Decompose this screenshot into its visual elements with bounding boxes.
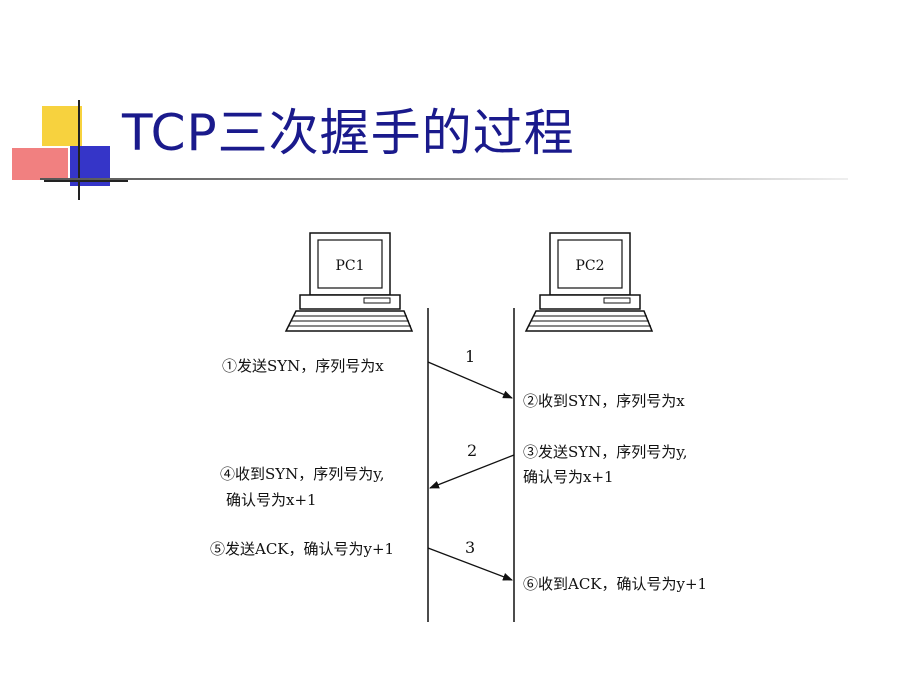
pc1-computer-icon: PC1 bbox=[284, 232, 414, 332]
step2-send-label-line2: 确认号为x+1 bbox=[523, 468, 614, 486]
step-number: 3 bbox=[465, 538, 476, 557]
message-arrow-2 bbox=[429, 454, 515, 489]
step-number: 2 bbox=[467, 441, 478, 460]
deco-red-square bbox=[12, 148, 68, 180]
title-underline bbox=[40, 178, 848, 180]
step2-send-label: ③发送SYN，序列号为y, bbox=[523, 443, 688, 461]
step3-send-label: ⑤发送ACK，确认号为y+1 bbox=[210, 540, 395, 558]
step2-receive-label-line2: 确认号为x+1 bbox=[226, 491, 317, 509]
step3-receive-label: ⑥收到ACK，确认号为y+1 bbox=[523, 575, 708, 593]
deco-yellow-square bbox=[42, 106, 82, 146]
step1-send-label: ①发送SYN，序列号为x bbox=[222, 357, 384, 375]
step2-receive-label: ④收到SYN，序列号为y, bbox=[220, 465, 385, 483]
pc2-label: PC2 bbox=[575, 258, 604, 274]
deco-vertical-line bbox=[78, 100, 80, 200]
step1-receive-label: ②收到SYN，序列号为x bbox=[523, 392, 685, 410]
message-arrow-3 bbox=[427, 547, 513, 581]
page-title: TCP三次握手的过程 bbox=[122, 104, 575, 162]
pc2-computer-icon: PC2 bbox=[524, 232, 654, 332]
step-number: 1 bbox=[465, 347, 476, 366]
deco-horizontal-line bbox=[44, 180, 128, 182]
pc1-label: PC1 bbox=[335, 258, 364, 274]
message-arrow-1 bbox=[427, 361, 513, 399]
